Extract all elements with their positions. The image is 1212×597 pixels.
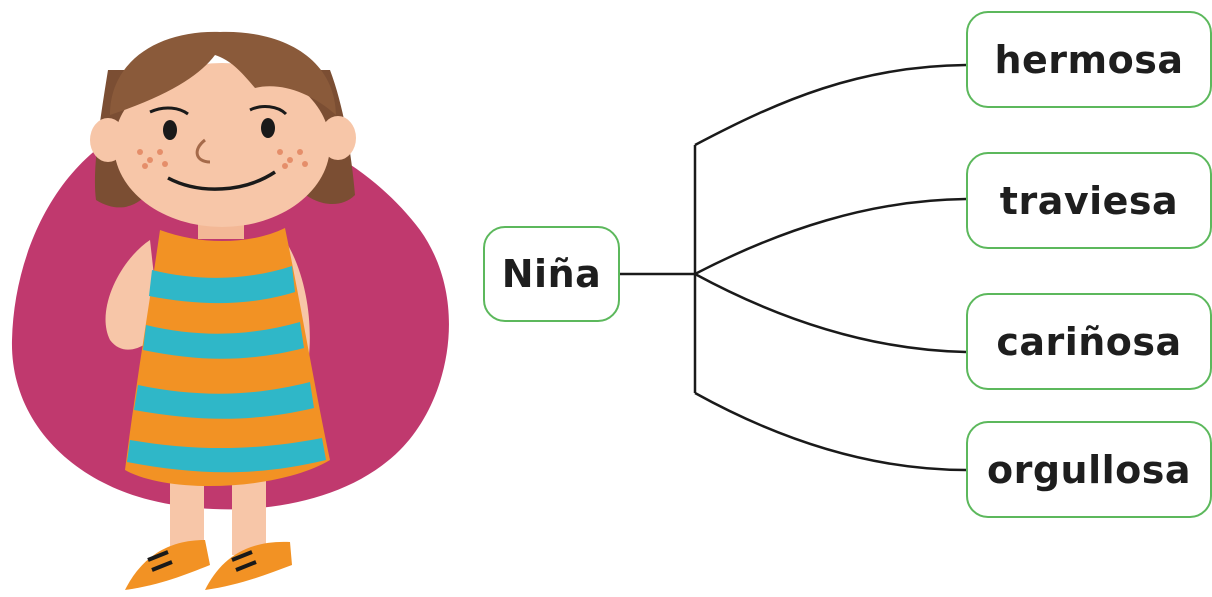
branch-node-orgullosa: orgullosa (966, 421, 1212, 518)
center-node-label: Niña (501, 252, 602, 296)
smile (167, 170, 276, 191)
branch-node-traviesa: traviesa (966, 152, 1212, 249)
branch-node-label: hermosa (994, 37, 1184, 82)
branch-node-label: traviesa (999, 178, 1179, 223)
dress-stripes (127, 266, 326, 473)
center-node: Niña (483, 226, 620, 322)
branch-node-carinosa: cariñosa (966, 293, 1212, 390)
eye-left (163, 120, 177, 140)
branch-node-label: orgullosa (986, 447, 1192, 492)
connector-traviesa (694, 197, 967, 276)
girl-illustration (11, 31, 449, 590)
connector-hermosa (694, 63, 967, 147)
hair-fringe (110, 31, 336, 115)
branch-node-hermosa: hermosa (966, 11, 1212, 108)
eye-right (261, 118, 275, 138)
branch-node-label: cariñosa (996, 319, 1182, 364)
connector-orgullosa (694, 391, 967, 472)
head (114, 63, 330, 227)
connector-carinosa (694, 272, 967, 354)
